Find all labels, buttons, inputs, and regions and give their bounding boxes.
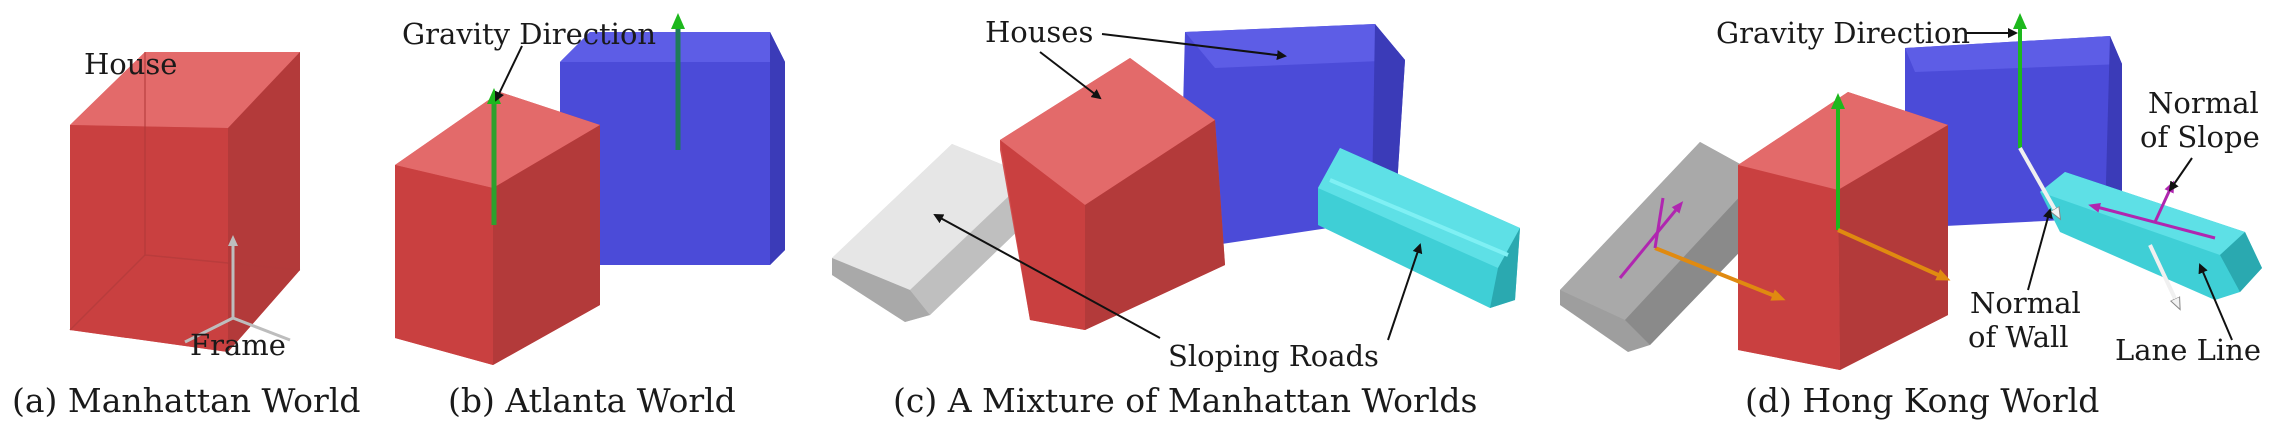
houses-pointer-blue — [1101, 33, 1287, 61]
caption-b: (b) Atlanta World — [448, 381, 736, 420]
roads-pointer-gray — [933, 214, 1161, 339]
wall-normal-white — [2018, 147, 2058, 215]
normal-of-slope-label-line1: Normal — [2148, 86, 2259, 120]
lane-line-white — [2148, 244, 2178, 305]
normal-of-wall-label-line2: of Wall — [1968, 320, 2069, 354]
panel-a: House Frame (a) Manhattan World — [12, 47, 361, 420]
lane-line-label: Lane Line — [2115, 333, 2261, 367]
sloping-roads-label: Sloping Roads — [1168, 339, 1379, 373]
sloping-road-cyan — [2040, 172, 2262, 300]
wall-normal-orange-gray — [1654, 246, 1786, 301]
normal-of-slope-label-line2: of Slope — [2140, 120, 2260, 154]
slope-pointer — [2168, 157, 2193, 192]
gravity-direction-label: Gravity Direction — [1716, 16, 1970, 50]
house-box-red — [1738, 92, 1948, 370]
house-box-red — [69, 52, 301, 352]
panel-c: Houses Sloping Roads (c) A Mixture of Ma… — [832, 15, 1520, 420]
house-box-blue — [560, 32, 785, 265]
panel-b: Gravity Direction (b) Atlanta World — [395, 13, 785, 420]
frame-label: Frame — [190, 328, 286, 362]
frame-axes — [184, 235, 291, 344]
wall-normal-orange-red — [1837, 228, 1951, 281]
house-box-red — [1000, 58, 1225, 330]
caption-c: (c) A Mixture of Manhattan Worlds — [893, 381, 1477, 420]
slope-normal-cyan — [2088, 202, 2216, 240]
caption-d: (d) Hong Kong World — [1745, 381, 2099, 420]
panel-d: Gravity Direction Normal of Slope Normal… — [1560, 13, 2262, 420]
lane-pointer — [2198, 263, 2233, 341]
normal-of-wall-label-line1: Normal — [1970, 286, 2081, 320]
wall-pointer — [2027, 208, 2053, 291]
roads-pointer-cyan — [1387, 243, 1423, 341]
house-label: House — [84, 47, 177, 81]
slope-normal-gray — [1618, 201, 1684, 279]
houses-pointer-red — [1039, 51, 1102, 100]
sloping-road-cyan — [1318, 148, 1520, 308]
house-box-red — [395, 92, 600, 365]
houses-label: Houses — [985, 15, 1093, 49]
gravity-direction-label: Gravity Direction — [402, 17, 656, 51]
lane-gray — [1653, 197, 1665, 249]
caption-a: (a) Manhattan World — [12, 381, 361, 420]
gravity-pointer — [494, 45, 523, 102]
